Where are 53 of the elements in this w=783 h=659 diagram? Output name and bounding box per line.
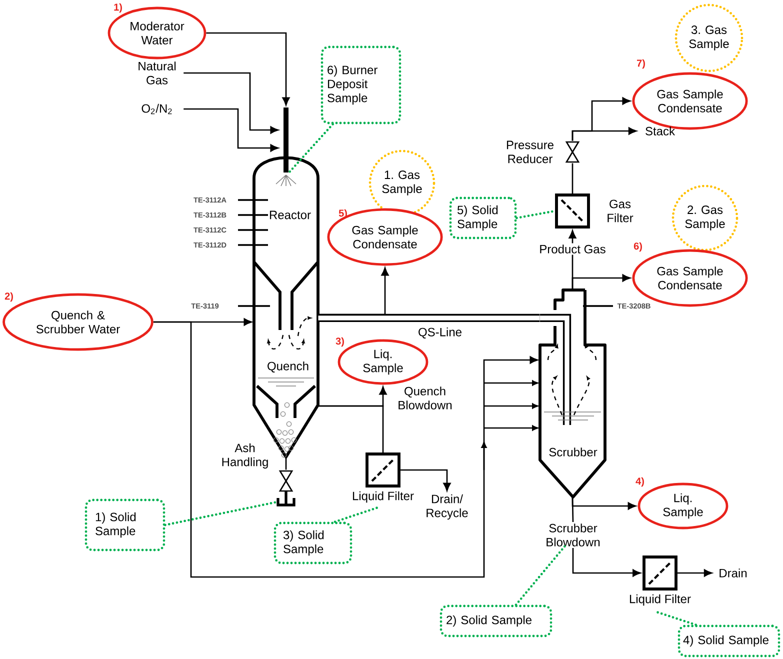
ash-valve bbox=[222, 443, 296, 506]
pipe-line bbox=[318, 314, 540, 322]
pressure-reducer-valve bbox=[506, 140, 580, 164]
leader-line bbox=[164, 501, 277, 526]
arrow bbox=[206, 32, 290, 106]
sample-callout: 6) Burner Deposit Sample bbox=[320, 46, 402, 124]
leader-line bbox=[288, 123, 334, 174]
arrow bbox=[572, 548, 641, 577]
stream-label: Natural Gas bbox=[138, 62, 176, 84]
edge-label: QS-Line bbox=[416, 326, 464, 340]
equipment-label: Liquid Filter bbox=[630, 594, 691, 606]
arrow bbox=[677, 569, 712, 577]
liquid-filter bbox=[352, 452, 414, 503]
burner-drawing bbox=[276, 108, 296, 186]
equipment-label: Scrubber bbox=[549, 448, 598, 456]
reactor-vessel bbox=[252, 156, 320, 458]
scrubber-vessel bbox=[538, 288, 606, 498]
callout-number: 4) bbox=[636, 477, 644, 487]
leader-line bbox=[514, 544, 566, 606]
liquid-filter bbox=[630, 556, 691, 606]
arrow bbox=[572, 274, 630, 290]
outlet-label: Drain bbox=[720, 568, 747, 578]
leader-line bbox=[334, 506, 380, 523]
equipment-label: Liquid Filter bbox=[352, 491, 414, 503]
arrow bbox=[400, 469, 451, 492]
equipment-label: Reactor bbox=[270, 210, 311, 220]
outlet-label: Stack bbox=[646, 126, 676, 136]
callout-number: 1) bbox=[114, 3, 122, 13]
callout-number: 2) bbox=[4, 292, 13, 302]
sample-callout: 2) Solid Sample bbox=[440, 604, 552, 638]
sample-callout: 3) Solid Sample bbox=[274, 522, 352, 564]
arrow bbox=[572, 97, 630, 141]
leader-line bbox=[654, 610, 697, 626]
stream-label: O$_{2}$/N$_{2}$ bbox=[142, 104, 172, 114]
stream-label: Scrubber Blowdown bbox=[546, 524, 600, 546]
equipment-label: Pressure Reducer bbox=[506, 140, 554, 164]
sample-callout: 1) Solid Sample bbox=[84, 498, 166, 552]
sample-callout: 4) Solid Sample bbox=[678, 624, 780, 658]
sample-callout: 5) Solid Sample bbox=[449, 196, 517, 240]
edge-label: Quench Blowdown bbox=[394, 385, 456, 411]
equipment-label: Ash Handling bbox=[222, 443, 268, 469]
arrow bbox=[318, 267, 389, 316]
arrow bbox=[184, 72, 278, 134]
arrow bbox=[184, 108, 278, 152]
equipment-label: Quench bbox=[268, 362, 308, 372]
equipment-label: Gas Filter bbox=[608, 200, 634, 222]
edge-label: Product Gas bbox=[538, 243, 608, 255]
arrow bbox=[153, 321, 538, 578]
gas-filter bbox=[555, 194, 634, 228]
outlet-label: Drain/ Recycle bbox=[426, 494, 468, 520]
callout-number: 7) bbox=[637, 59, 645, 69]
callout-number: 6) bbox=[634, 242, 642, 252]
callout-number: 3) bbox=[336, 337, 344, 347]
